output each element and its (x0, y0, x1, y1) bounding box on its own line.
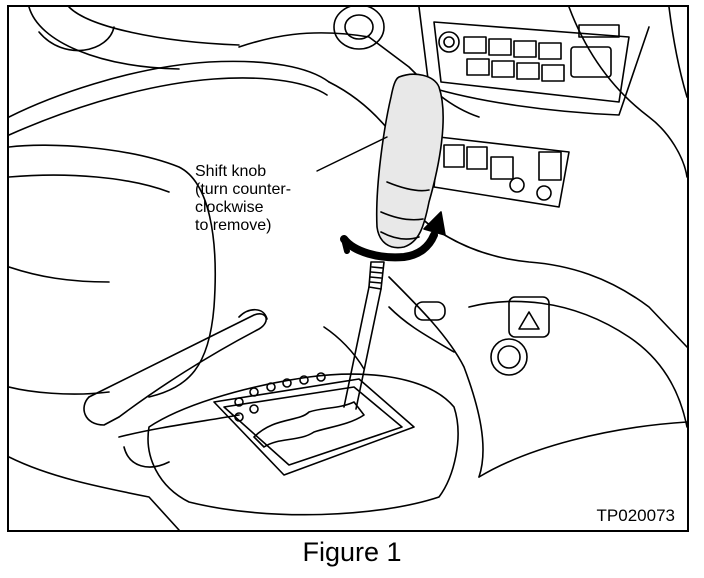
figure-frame: Shift knob (turn counter- clockwise to r… (7, 5, 689, 532)
driver-seat (9, 144, 217, 530)
callout-line-1: Shift knob (195, 163, 267, 180)
shift-knob-callout: Shift knob (turn counter- clockwise to r… (195, 163, 291, 235)
callout-line-4: to remove) (195, 217, 272, 234)
parking-brake-lever (83, 308, 268, 468)
counterclockwise-arrow (340, 211, 446, 262)
shift-gate-bezel (147, 326, 459, 516)
shift-lever-shaft (343, 261, 385, 410)
callout-line-2: (turn counter- (195, 181, 292, 198)
callout-leader-line (316, 136, 388, 172)
figure-code-label: TP020073 (596, 506, 675, 525)
shift-knob (375, 73, 444, 249)
figure-caption: Figure 1 (302, 537, 402, 567)
steering-wheel (9, 7, 385, 136)
center-stack-panel (418, 7, 650, 116)
switch-strip (433, 136, 570, 208)
callout-line-3: clockwise (195, 199, 264, 216)
shift-knob-removal-illustration (9, 7, 687, 530)
center-console (388, 206, 687, 478)
